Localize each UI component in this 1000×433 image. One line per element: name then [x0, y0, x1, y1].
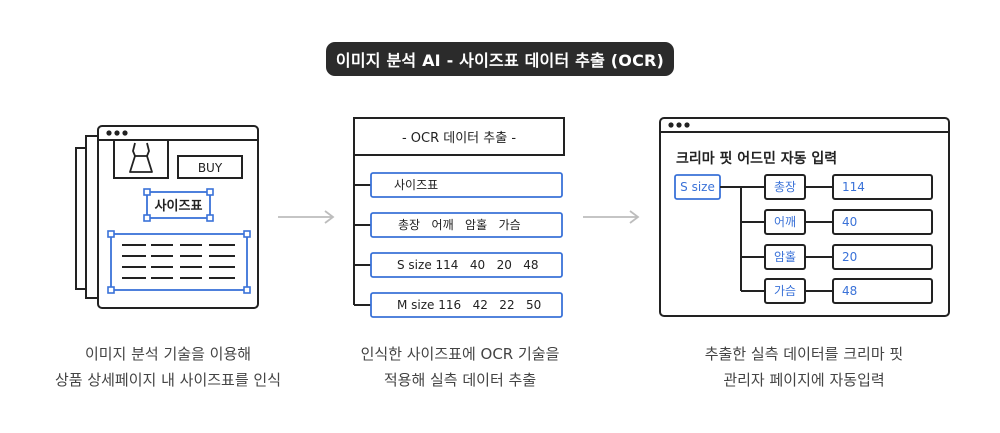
- field-label: 가슴: [774, 284, 796, 298]
- ocr-row: S size 114 40 20 48: [370, 252, 563, 278]
- step3-caption: 추출한 실측 데이터를 크리마 핏 관리자 페이지에 자동입력: [654, 341, 954, 393]
- field-value: 48: [842, 284, 857, 298]
- step1-browser-stack: BUY 사이즈표: [75, 125, 259, 309]
- browser-window-back: [75, 147, 86, 290]
- step2-caption-line2: 적용해 실측 데이터 추출: [383, 371, 537, 389]
- ocr-row-text: 사이즈표: [394, 178, 438, 192]
- dress-icon: [129, 142, 153, 173]
- step3-admin-window: 크리마 핏 어드민 자동 입력 S size 총장 114 어깨: [659, 117, 950, 317]
- step1-caption-line1: 이미지 분석 기술을 이용해: [84, 345, 252, 363]
- field-label-box: [764, 209, 806, 235]
- step2-ocr-panel: - OCR 데이터 추출 - 사이즈표 총장 어깨 암홀 가슴 S size 1…: [353, 117, 565, 318]
- measure-field: 총장 114: [764, 174, 933, 200]
- size-chart-label: 사이즈표: [155, 198, 203, 214]
- ocr-row-text: M size 116 42 22 50: [397, 298, 541, 312]
- ocr-row-text: 총장 어깨 암홀 가슴: [398, 218, 521, 232]
- step3-caption-line2: 관리자 페이지에 자동입력: [723, 371, 885, 389]
- measure-field: 가슴 48: [764, 278, 933, 304]
- step2-caption: 인식한 사이즈표에 OCR 기술을 적용해 실측 데이터 추출: [310, 341, 610, 393]
- tree-connectors: [720, 186, 833, 292]
- ocr-row: 총장 어깨 암홀 가슴: [370, 212, 563, 238]
- measure-field: 암홀 20: [764, 244, 933, 270]
- selection-handles: [143, 188, 214, 222]
- field-label-box: [764, 174, 806, 200]
- field-value-input[interactable]: [832, 209, 933, 235]
- field-value: 20: [842, 250, 857, 264]
- browser-window-middle: [85, 135, 98, 299]
- field-value: 40: [842, 215, 857, 229]
- flow-arrow-2: [583, 210, 640, 224]
- flow-arrow-1: [278, 210, 335, 224]
- size-chart-selection: [146, 191, 211, 219]
- ocr-header-box: [353, 117, 565, 156]
- selection-handles: [107, 230, 251, 294]
- page-title: 이미지 분석 AI - 사이즈표 데이터 추출 (OCR): [326, 42, 674, 76]
- step1-caption: 이미지 분석 기술을 이용해 상품 상세페이지 내 사이즈표를 인식: [18, 341, 318, 393]
- step2-caption-line1: 인식한 사이즈표에 OCR 기술을: [360, 345, 560, 363]
- window-dot-icon: [668, 122, 674, 128]
- field-label: 어깨: [774, 215, 796, 229]
- window-dot-icon: [122, 130, 128, 136]
- window-dot-icon: [676, 122, 682, 128]
- admin-heading: 크리마 핏 어드민 자동 입력: [676, 150, 837, 167]
- field-value-input[interactable]: [832, 174, 933, 200]
- field-label-box: [764, 278, 806, 304]
- field-label-box: [764, 244, 806, 270]
- buy-button-label: BUY: [198, 161, 223, 175]
- size-table-selection: [110, 233, 248, 291]
- field-label: 총장: [774, 180, 796, 194]
- measure-field: 어깨 40: [764, 209, 933, 235]
- step1-caption-line2: 상품 상세페이지 내 사이즈표를 인식: [54, 371, 282, 389]
- ocr-row: M size 116 42 22 50: [370, 292, 563, 318]
- window-dot-icon: [684, 122, 690, 128]
- window-dot-icon: [114, 130, 120, 136]
- field-value: 114: [842, 180, 865, 194]
- field-value-input[interactable]: [832, 244, 933, 270]
- window-dot-icon: [106, 130, 112, 136]
- ocr-row: 사이즈표: [370, 172, 563, 198]
- field-value-input[interactable]: [832, 278, 933, 304]
- size-root-label: S size: [680, 180, 715, 194]
- product-image: [113, 139, 169, 179]
- ocr-header-text: - OCR 데이터 추출 -: [402, 131, 516, 146]
- ocr-row-text: S size 114 40 20 48: [397, 258, 539, 272]
- step3-caption-line1: 추출한 실측 데이터를 크리마 핏: [704, 345, 904, 363]
- field-label: 암홀: [774, 250, 796, 264]
- size-table-lines: [122, 244, 235, 279]
- buy-button[interactable]: [177, 155, 243, 179]
